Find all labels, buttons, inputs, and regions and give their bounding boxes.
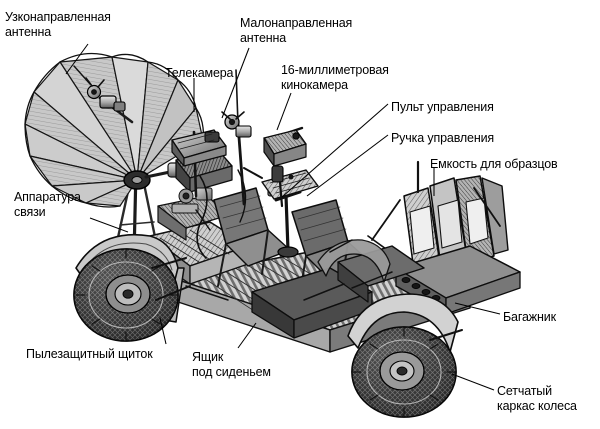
leader-low-gain-antenna — [221, 47, 250, 119]
leader-dust-guard — [159, 317, 167, 345]
leader-luggage-rack — [454, 302, 501, 315]
label-tv-camera: Телекамера — [165, 66, 234, 80]
label-under-seat-box: Ящик под сиденьем — [192, 350, 271, 379]
low-gain-antenna-assembly — [221, 69, 263, 206]
label-luggage-rack: Багажник — [503, 310, 556, 324]
label-low-gain-antenna: Малонаправленная антенна — [240, 16, 353, 45]
chassis-struts — [185, 209, 393, 301]
leader-under-seat-box — [237, 322, 257, 349]
dish-sight-assembly — [73, 65, 134, 124]
label-mesh-wheel-frame: Сетчатый каркас колеса — [497, 384, 577, 413]
high-gain-dish-antenna — [24, 52, 204, 304]
rear-wheel — [347, 293, 463, 418]
label-film-camera: 16-миллиметровая кинокамера — [281, 63, 389, 92]
tv-camera-assembly — [171, 129, 227, 198]
leader-narrow-beam-antenna — [65, 43, 89, 75]
film-camera-assembly — [263, 126, 307, 208]
rear-equipment-pallet — [367, 160, 521, 315]
leader-control-console — [281, 103, 389, 198]
leader-mesh-wheel-frame — [451, 373, 495, 391]
label-control-handle: Ручка управления — [391, 131, 495, 145]
leader-control-handle — [306, 134, 389, 197]
leader-lines — [65, 43, 501, 391]
leader-comm-equipment — [89, 217, 129, 233]
label-comm-equipment: Аппаратура связи — [14, 190, 81, 219]
label-control-console: Пульт управления — [391, 100, 494, 114]
label-narrow-beam-antenna: Узконаправленная антенна — [5, 10, 111, 39]
front-wheel — [73, 233, 191, 342]
far-rear-wheel — [317, 239, 391, 283]
leader-film-camera — [276, 92, 292, 131]
label-sample-container: Емкость для образцов — [430, 157, 558, 171]
label-dust-guard: Пылезащитный щиток — [26, 347, 153, 361]
